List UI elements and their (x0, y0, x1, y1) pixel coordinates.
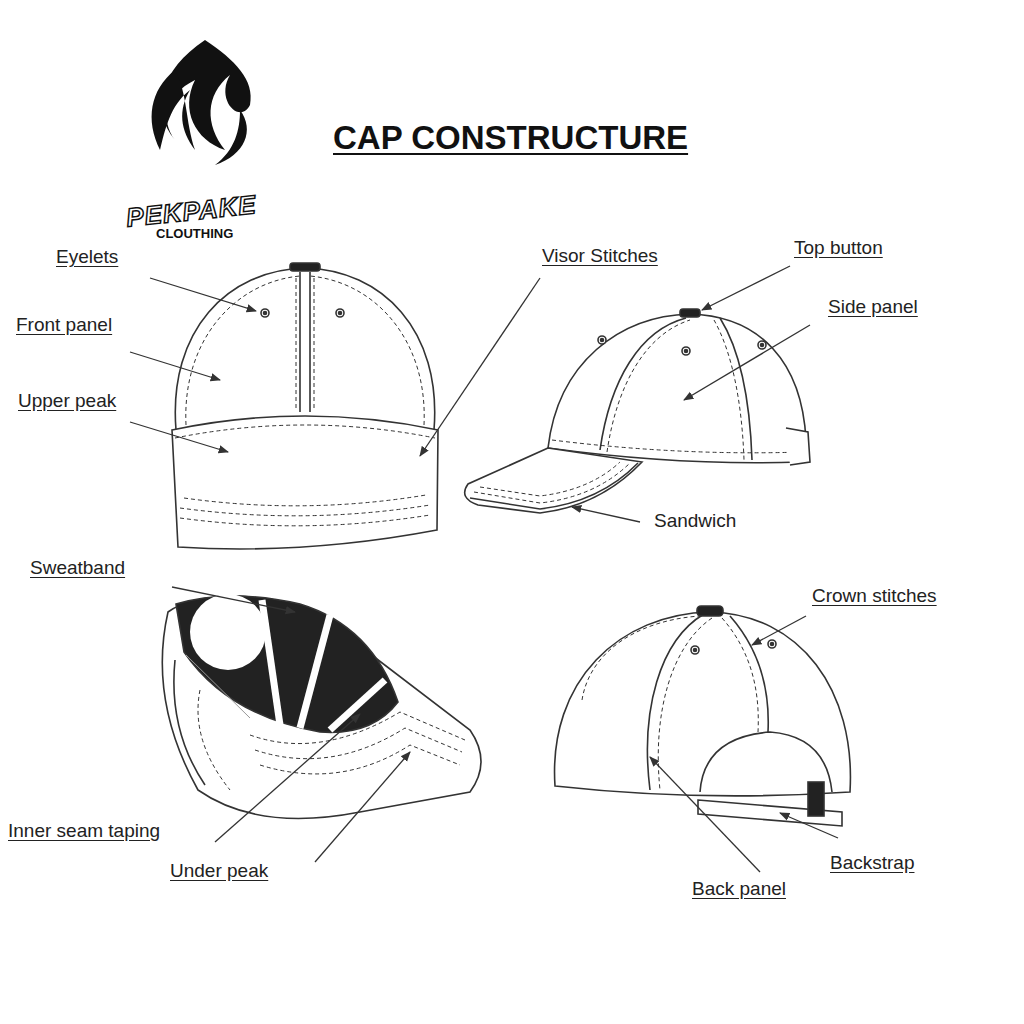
part-label: Visor Stitches (540, 245, 660, 268)
side-view-cap (465, 309, 810, 513)
leader-line (684, 325, 810, 400)
leader-line (650, 757, 760, 872)
back-view-cap (555, 606, 851, 826)
part-label: Sweatband (28, 557, 127, 580)
part-label: Backstrap (828, 852, 916, 875)
leader-line (150, 278, 256, 311)
part-label: Side panel (826, 296, 920, 319)
part-label: Sandwich (652, 510, 738, 533)
part-label: Upper peak (16, 390, 118, 413)
part-label: Front panel (14, 314, 114, 337)
front-view-cap (172, 263, 438, 549)
brand-name: CLOUTHING (154, 226, 235, 242)
part-label: Crown stitches (810, 585, 939, 608)
logo-mark (152, 40, 251, 165)
underside-view-cap (162, 594, 481, 818)
diagram-title: CAP CONSTRUCTURE (333, 118, 688, 158)
leader-line (172, 587, 295, 612)
leader-line (572, 507, 640, 522)
leader-line (315, 752, 410, 862)
leader-line (215, 714, 360, 842)
leader-line (130, 352, 220, 380)
leader-line (752, 616, 806, 645)
leader-line (420, 278, 540, 456)
leader-line (780, 813, 838, 838)
part-label: Under peak (168, 860, 270, 883)
part-label: Back panel (690, 878, 788, 901)
leader-line (130, 422, 228, 452)
leader-lines (130, 266, 838, 872)
part-label: Inner seam taping (6, 820, 162, 843)
part-label: Eyelets (54, 246, 120, 269)
part-label: Top button (792, 237, 885, 260)
leader-line (702, 266, 790, 310)
